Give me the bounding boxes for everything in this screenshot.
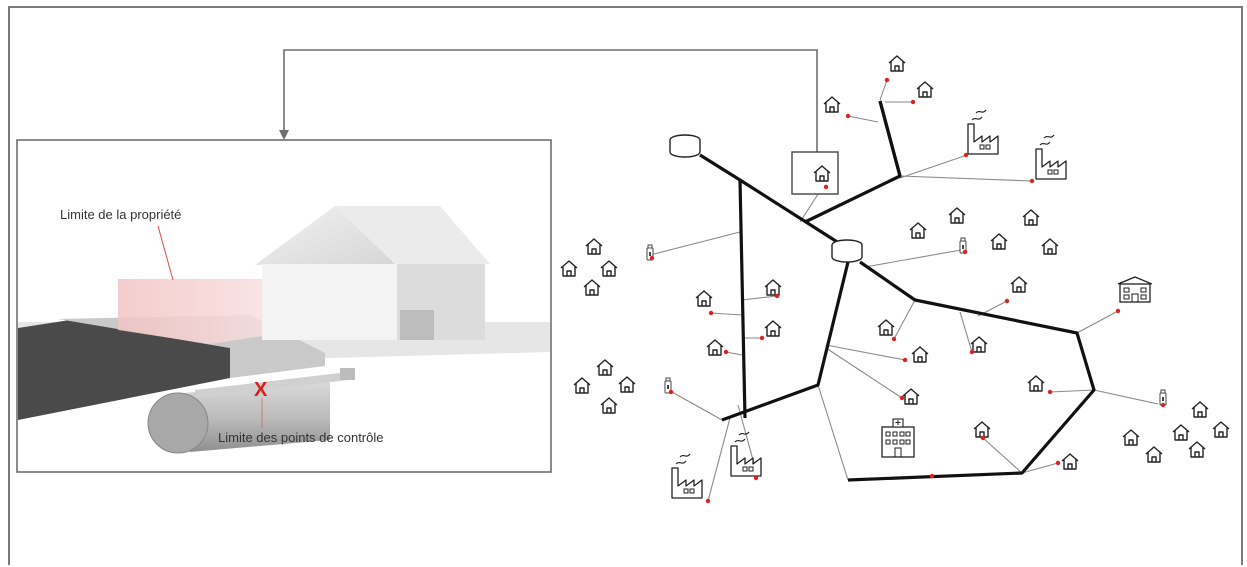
figure-frame — [8, 6, 1243, 565]
property-limit-label: Limite de la propriété — [60, 207, 181, 222]
hospital-icon — [881, 418, 915, 458]
property-limit-zone — [118, 279, 262, 344]
road — [18, 320, 230, 420]
factory-icon — [967, 109, 999, 155]
selected-customer-box — [791, 151, 839, 195]
hydrant-icon — [1159, 389, 1167, 406]
factory-icon — [730, 431, 762, 477]
meter-points — [649, 77, 1166, 504]
factory-icon — [671, 453, 703, 499]
house-icons — [560, 55, 1230, 470]
factory-icon — [1035, 134, 1067, 180]
reservoir-tank-icon — [831, 239, 863, 263]
inset-panel: X Limite de la propriété Limite des poin… — [16, 139, 552, 473]
control-point-cross: X — [254, 379, 268, 401]
inset-connector — [279, 49, 818, 152]
house-3d — [255, 206, 490, 340]
property-limit-pointer — [157, 225, 174, 281]
control-points-limit-label: Limite des points de contrôle — [218, 430, 383, 445]
underground-main-pipe — [147, 368, 355, 454]
main-pipe-network — [699, 100, 1096, 482]
school-icon — [1117, 276, 1153, 303]
reservoir-tank-icon — [669, 134, 701, 158]
